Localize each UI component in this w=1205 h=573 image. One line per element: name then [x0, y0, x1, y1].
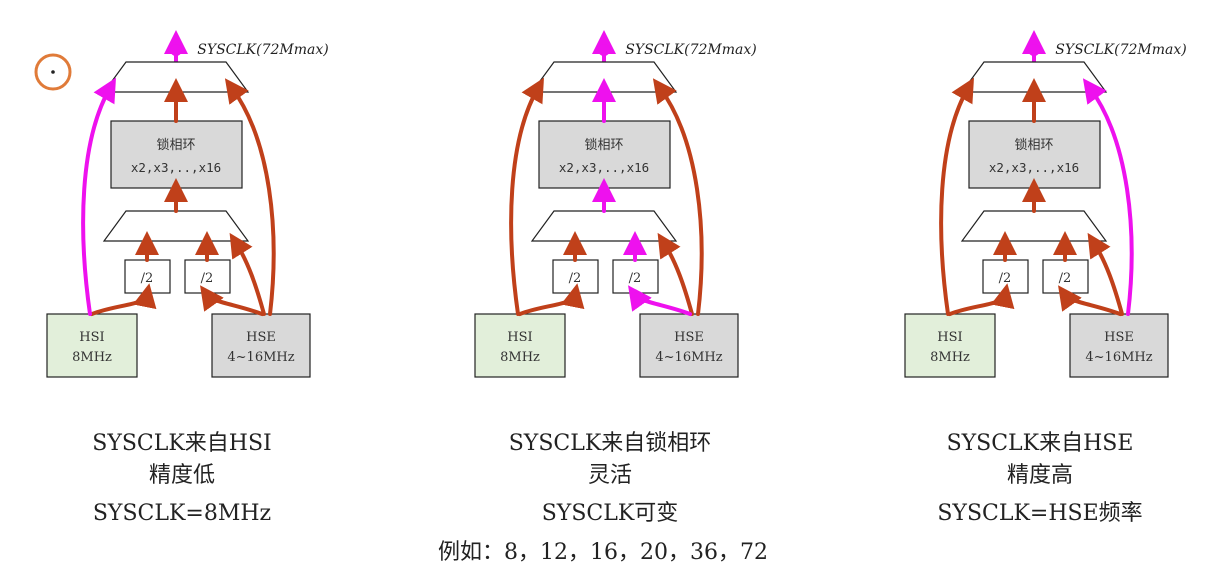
hsi-oscillator-block [46, 313, 138, 378]
caption-line-2: 精度高 [1007, 463, 1073, 488]
pll-source-mux [102, 210, 250, 242]
hse-to-mux-path [657, 232, 694, 316]
pll-multiplier-label: x2,x3,..,x16 [131, 160, 221, 175]
footer-note: 例如：8，12，16，20，36，72 [438, 540, 768, 565]
sysclk-output-label: SYSCLK(72Mmax) [1055, 42, 1186, 58]
hse-label: HSE [246, 330, 276, 345]
hse-divider-label: /2 [201, 271, 214, 286]
hse-oscillator-block [211, 313, 311, 378]
hsi-divider-label: /2 [141, 271, 154, 286]
hsi-to-divider-path [518, 283, 585, 316]
hsi-direct-path-active [81, 77, 116, 316]
hsi-frequency-label: 8MHz [500, 350, 540, 365]
hse-oscillator-block [1069, 313, 1169, 378]
hsi-oscillator-block [474, 313, 566, 378]
hse-label: HSE [1104, 330, 1134, 345]
hse-direct-path [652, 78, 704, 316]
hsi-label: HSI [79, 330, 104, 345]
caption-line-1: SYSCLK来自HSE [947, 431, 1134, 456]
pll-block [538, 120, 671, 189]
hsi-direct-path [939, 77, 974, 316]
sysclk-output-dot [598, 44, 610, 56]
hsi-label: HSI [937, 330, 962, 345]
cursor-indicator-icon [34, 53, 72, 91]
pll-multiplier-label: x2,x3,..,x16 [989, 160, 1079, 175]
caption-line-1: SYSCLK来自HSI [92, 431, 272, 456]
hsi-label: HSI [507, 330, 532, 345]
hse-to-divider-path-active [628, 285, 692, 316]
pll-multiplier-label: x2,x3,..,x16 [559, 160, 649, 175]
hse-to-divider-path [1058, 285, 1122, 316]
hse-direct-path [224, 78, 276, 316]
hse-label: HSE [674, 330, 704, 345]
hsi-to-divider-path [948, 283, 1015, 316]
sysclk-switch-mux [960, 61, 1108, 93]
sysclk-switch-mux [530, 61, 678, 93]
caption-line-3: SYSCLK=HSE频率 [937, 501, 1142, 526]
hse-frequency-label: 4~16MHz [1085, 350, 1152, 365]
hsi-divider-label: /2 [569, 271, 582, 286]
hsi-divider-label: /2 [999, 271, 1012, 286]
sysclk-output-dot [1028, 44, 1040, 56]
hse-divider-label: /2 [1059, 271, 1072, 286]
caption-line-2: 灵活 [588, 463, 632, 488]
caption-line-2: 精度低 [149, 463, 215, 488]
sysclk-switch-mux [102, 61, 250, 93]
hse-to-mux-path [1087, 232, 1124, 316]
hse-divider-label: /2 [629, 271, 642, 286]
pll-block [968, 120, 1101, 189]
hsi-to-divider-path [90, 283, 157, 316]
caption-line-1: SYSCLK来自锁相环 [509, 431, 712, 456]
pll-label: 锁相环 [584, 137, 623, 153]
hsi-oscillator-block [904, 313, 996, 378]
hsi-frequency-label: 8MHz [72, 350, 112, 365]
pll-block [110, 120, 243, 189]
hse-oscillator-block [639, 313, 739, 378]
hse-frequency-label: 4~16MHz [655, 350, 722, 365]
caption-line-3: SYSCLK可变 [542, 501, 679, 526]
caption-line-3: SYSCLK=8MHz [93, 501, 271, 526]
pll-source-mux [960, 210, 1108, 242]
pll-label: 锁相环 [156, 137, 195, 153]
sysclk-output-label: SYSCLK(72Mmax) [625, 42, 756, 58]
hse-direct-path-active [1082, 78, 1134, 316]
hse-to-divider-path [200, 285, 264, 316]
pll-source-mux [530, 210, 678, 242]
pll-label: 锁相环 [1014, 137, 1053, 153]
sysclk-output-dot [170, 44, 182, 56]
hsi-direct-path [509, 77, 544, 316]
hsi-frequency-label: 8MHz [930, 350, 970, 365]
hse-to-mux-path [229, 232, 266, 316]
sysclk-output-label: SYSCLK(72Mmax) [197, 42, 328, 58]
hse-frequency-label: 4~16MHz [227, 350, 294, 365]
